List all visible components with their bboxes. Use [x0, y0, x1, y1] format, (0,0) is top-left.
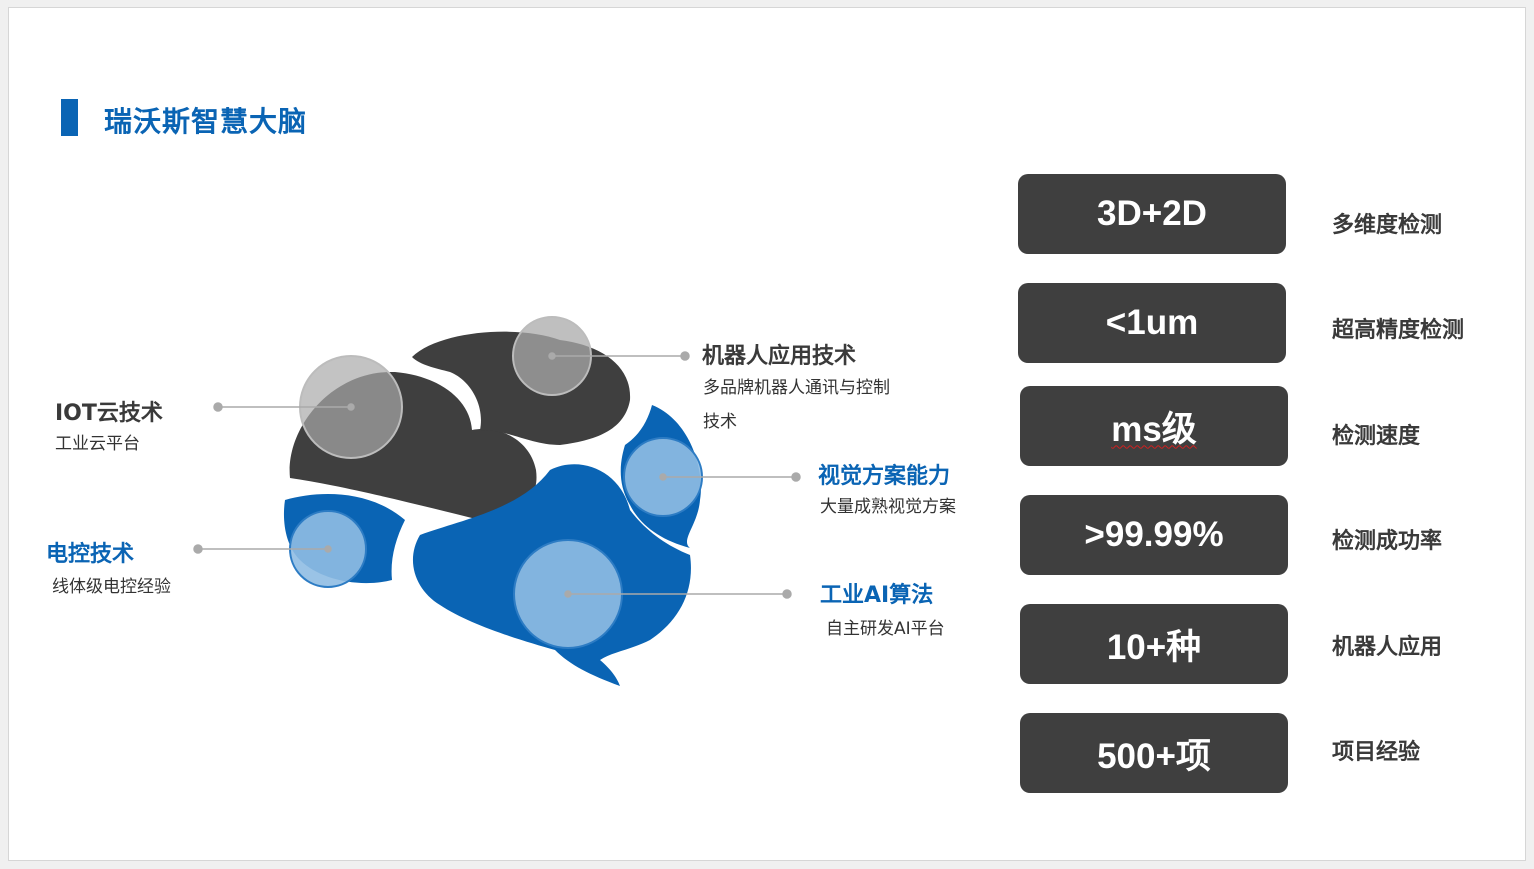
metric-value: 500+项 — [1097, 736, 1211, 776]
feature-robot-heading: 机器人应用技术 — [702, 344, 857, 369]
page-title: 瑞沃斯智慧大脑 — [104, 105, 308, 138]
metric-value-box: >99.99% — [1020, 495, 1288, 575]
title-accent-bar — [61, 99, 78, 136]
metric-desc: 检测速度 — [1332, 424, 1421, 449]
metric-value-box: 10+种 — [1020, 604, 1288, 684]
metric-value-box: 500+项 — [1020, 713, 1288, 793]
feature-vision-sub: 大量成熟视觉方案 — [820, 497, 956, 517]
feature-robot-sub-line1: 多品牌机器人通讯与控制 — [703, 378, 890, 398]
metric-value: >99.99% — [1084, 515, 1224, 554]
metric-desc: 项目经验 — [1332, 740, 1421, 765]
metric-desc: 检测成功率 — [1332, 529, 1443, 554]
feature-ai-heading: 工业AI算法 — [820, 583, 934, 608]
feature-electric-heading: 电控技术 — [46, 542, 135, 567]
metric-value-box: ms级 — [1020, 386, 1288, 466]
metric-value: <1um — [1105, 303, 1199, 342]
metric-value-box: 3D+2D — [1018, 174, 1286, 254]
feature-ai-sub: 自主研发AI平台 — [826, 619, 945, 639]
feature-vision-heading: 视觉方案能力 — [818, 464, 951, 489]
metric-value-box: <1um — [1018, 283, 1286, 363]
metric-value: 3D+2D — [1097, 194, 1207, 233]
metric-desc: 机器人应用 — [1332, 635, 1443, 660]
metric-value: 10+种 — [1106, 627, 1202, 667]
feature-iot-sub: 工业云平台 — [55, 434, 140, 454]
feature-robot-sub-line2: 技术 — [703, 412, 737, 432]
metric-value: ms级 — [1111, 409, 1197, 449]
feature-iot-heading: IOT云技术 — [55, 401, 163, 426]
metric-desc: 超高精度检测 — [1332, 318, 1465, 343]
feature-electric-sub: 线体级电控经验 — [52, 577, 171, 597]
metric-desc: 多维度检测 — [1332, 213, 1443, 238]
